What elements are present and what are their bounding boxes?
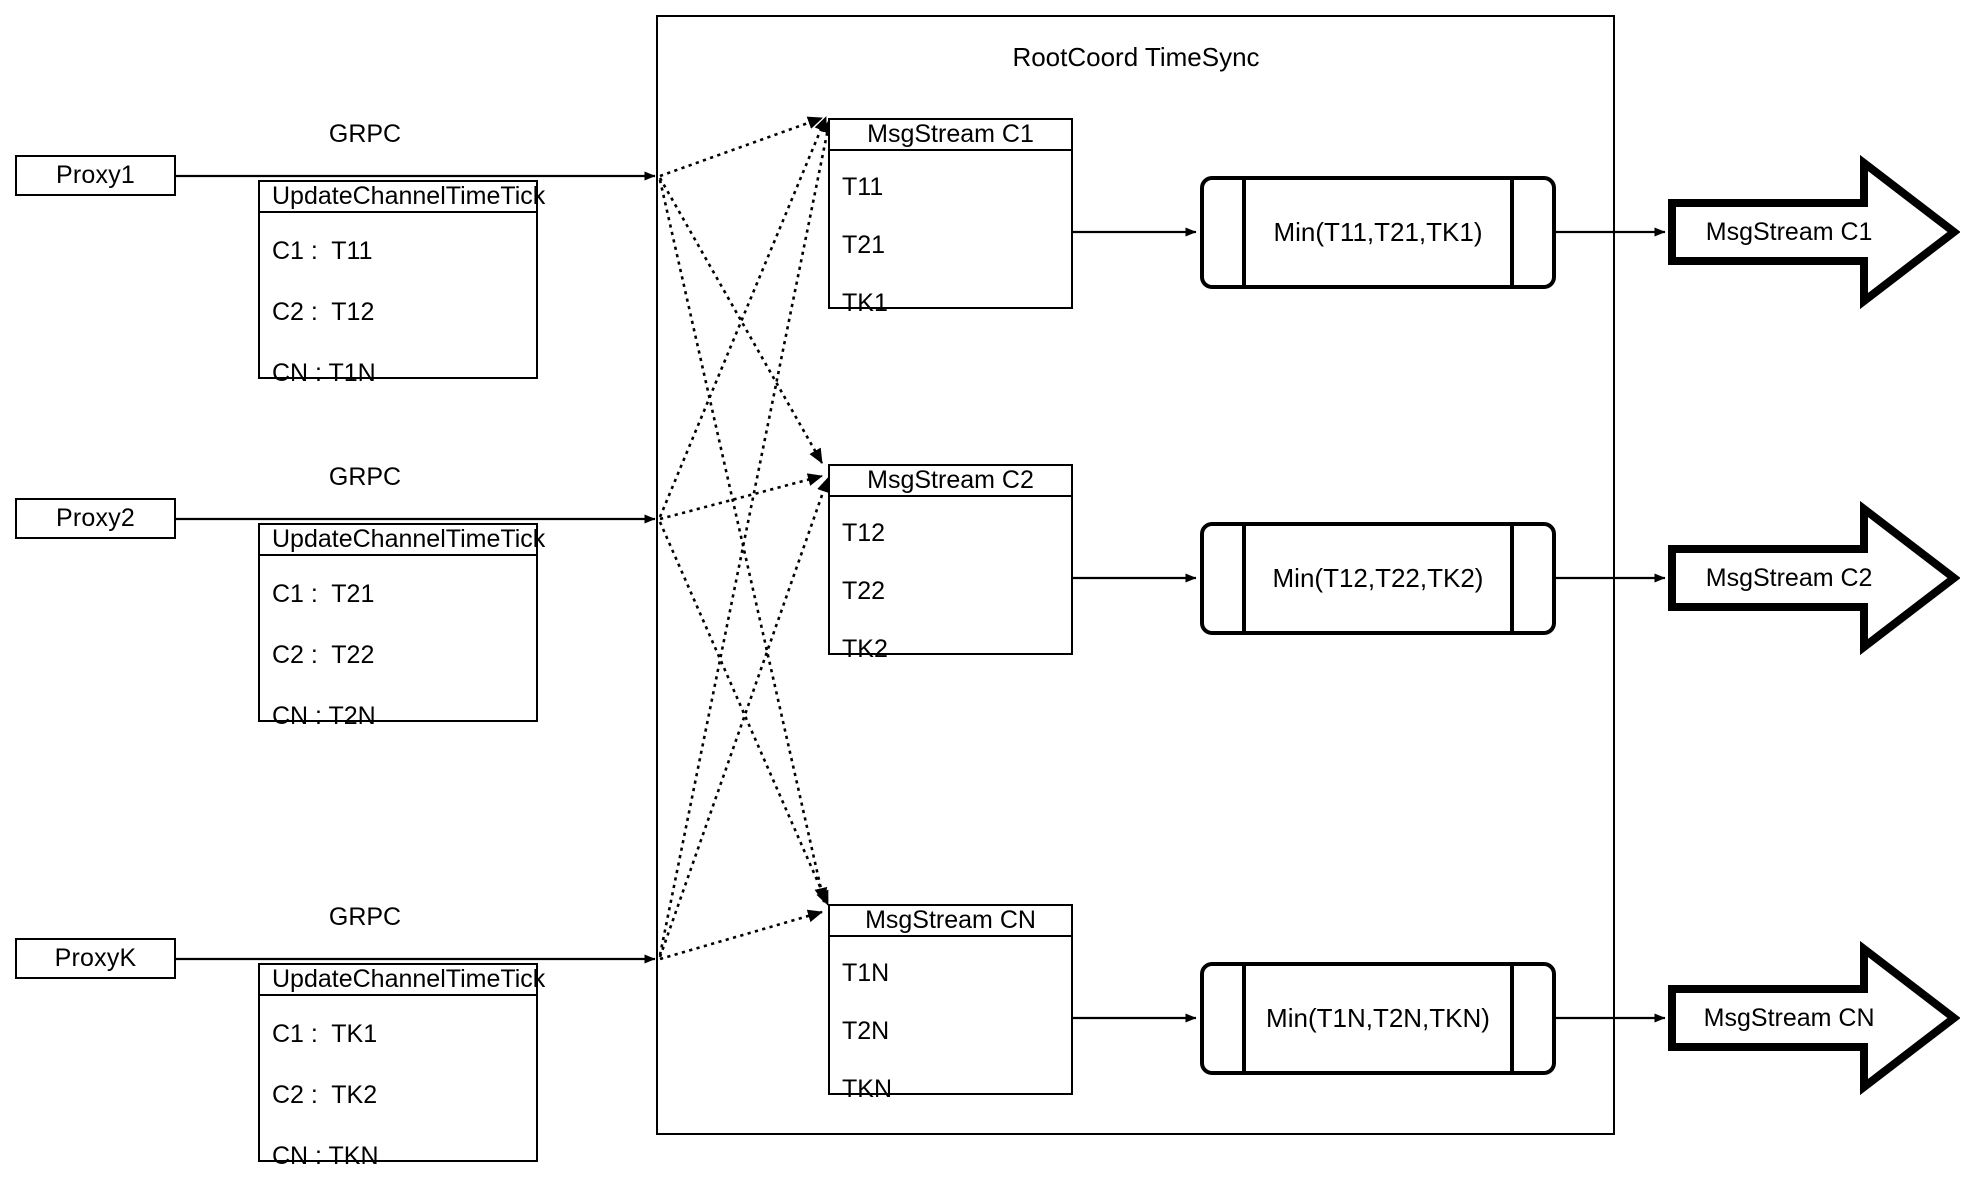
msgstream-table-header-3: MsgStream CN	[830, 906, 1071, 937]
request-row: C1 : TK1	[272, 1020, 378, 1048]
msgstream-table-body-3: T1N T2N TKN	[830, 937, 1071, 1102]
proxy-box-2[interactable]: Proxy2	[15, 498, 176, 539]
request-table-header-2: UpdateChannelTimeTick	[260, 525, 545, 556]
grpc-label-1: GRPC	[328, 120, 402, 148]
output-arrow-2: MsgStream C2	[1668, 500, 1961, 656]
request-row: C2 : T12	[272, 298, 375, 326]
request-table-body-3: C1 : TK1 C2 : TK2 CN : TKN	[260, 996, 536, 1169]
msgstream-row: T21	[842, 231, 886, 259]
msgstream-table-1: MsgStream C1 T11 T21 TK1	[828, 118, 1073, 316]
request-table-body-2: C1 : T21 C2 : T22 CN : T2N	[260, 556, 536, 729]
proxy-label-2: Proxy2	[55, 504, 135, 532]
process-divider-right	[1510, 962, 1514, 1075]
request-table-body-1: C1 : T11 C2 : T12 CN : T1N	[260, 213, 536, 386]
process-divider-left	[1242, 176, 1246, 289]
process-divider-right	[1510, 522, 1514, 635]
min-process-2: Min(T12,T22,TK2)	[1200, 522, 1556, 635]
request-table-2: UpdateChannelTimeTick C1 : T21 C2 : T22 …	[258, 523, 545, 729]
min-process-label-1: Min(T11,T21,TK1)	[1273, 217, 1483, 247]
proxy-box-3[interactable]: ProxyK	[15, 938, 176, 979]
process-divider-right	[1510, 176, 1514, 289]
output-arrow-shape-1	[1668, 154, 1961, 310]
min-process-3: Min(T1N,T2N,TKN)	[1200, 962, 1556, 1075]
process-divider-left	[1242, 962, 1246, 1075]
output-arrow-shape-3	[1668, 940, 1961, 1096]
output-arrow-1: MsgStream C1	[1668, 154, 1961, 310]
msgstream-table-body-1: T11 T21 TK1	[830, 151, 1071, 316]
request-table-header-3: UpdateChannelTimeTick	[260, 965, 545, 996]
msgstream-table-body-2: T12 T22 TK2	[830, 497, 1071, 662]
output-arrow-label-3: MsgStream CN	[1703, 1004, 1875, 1032]
msgstream-row: T11	[842, 173, 884, 201]
msgstream-row: TK2	[842, 635, 888, 663]
request-row: CN : T2N	[272, 702, 376, 730]
request-table-header-1: UpdateChannelTimeTick	[260, 182, 545, 213]
output-arrow-label-2: MsgStream C2	[1705, 564, 1873, 592]
min-process-1: Min(T11,T21,TK1)	[1200, 176, 1556, 289]
msgstream-row: T22	[842, 577, 886, 605]
request-row: CN : TKN	[272, 1142, 379, 1170]
grpc-label-2: GRPC	[328, 463, 402, 491]
request-table-3: UpdateChannelTimeTick C1 : TK1 C2 : TK2 …	[258, 963, 545, 1169]
output-arrow-shape-2	[1668, 500, 1961, 656]
request-row: C1 : T11	[272, 237, 373, 265]
min-process-label-2: Min(T12,T22,TK2)	[1272, 563, 1484, 593]
grpc-label-3: GRPC	[328, 903, 402, 931]
process-divider-left	[1242, 522, 1246, 635]
request-row: C2 : TK2	[272, 1081, 378, 1109]
output-arrow-label-1: MsgStream C1	[1705, 218, 1873, 246]
request-row: C1 : T21	[272, 580, 375, 608]
request-table-1: UpdateChannelTimeTick C1 : T11 C2 : T12 …	[258, 180, 545, 386]
msgstream-table-header-1: MsgStream C1	[830, 120, 1071, 151]
proxy-label-1: Proxy1	[55, 161, 135, 189]
output-arrow-3: MsgStream CN	[1668, 940, 1961, 1096]
min-process-label-3: Min(T1N,T2N,TKN)	[1266, 1003, 1490, 1033]
request-row: C2 : T22	[272, 641, 375, 669]
rootcoord-container	[656, 15, 1615, 1135]
request-row: CN : T1N	[272, 359, 376, 387]
msgstream-row: T1N	[842, 959, 890, 987]
msgstream-row: T2N	[842, 1017, 890, 1045]
proxy-box-1[interactable]: Proxy1	[15, 155, 176, 196]
msgstream-table-3: MsgStream CN T1N T2N TKN	[828, 904, 1073, 1102]
proxy-label-3: ProxyK	[54, 944, 137, 972]
msgstream-table-2: MsgStream C2 T12 T22 TK2	[828, 464, 1073, 662]
rootcoord-container-title: RootCoord TimeSync	[1012, 42, 1260, 72]
msgstream-row: TKN	[842, 1075, 892, 1103]
msgstream-row: TK1	[842, 289, 888, 317]
msgstream-table-header-2: MsgStream C2	[830, 466, 1071, 497]
msgstream-row: T12	[842, 519, 886, 547]
